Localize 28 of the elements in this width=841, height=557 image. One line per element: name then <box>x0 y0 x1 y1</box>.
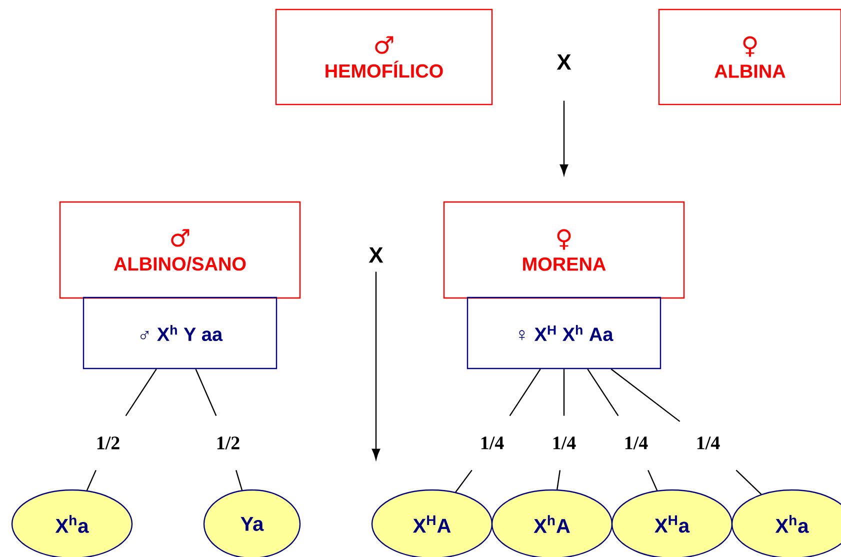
phenotype-box: ♀ ALBINA <box>658 8 841 106</box>
probability-label: 1/4 <box>481 436 504 450</box>
cross-sign: X <box>556 54 572 70</box>
branch-line <box>587 368 619 416</box>
genotype-box: ♂ X$^{h}$ Y aa <box>82 296 278 370</box>
phenotype-box: ♂ HEMOFÍLICO <box>275 8 493 106</box>
arrow <box>560 100 568 176</box>
branch-line <box>610 368 680 422</box>
branch-line <box>556 470 561 490</box>
branch-line <box>563 369 565 416</box>
branch-line <box>648 470 658 491</box>
genotype-box: ♀ X$^{H}$ X$^{h}$ Aa <box>466 296 662 370</box>
phenotype-box: ♀ MORENA <box>443 201 685 299</box>
probability-label: 1/4 <box>625 436 648 450</box>
branch-line <box>509 368 541 416</box>
probability-label: 1/2 <box>217 436 240 450</box>
phenotype-box: ♂ ALBINO/SANO <box>59 201 301 299</box>
branch-line <box>736 470 762 495</box>
branch-line <box>455 470 472 492</box>
arrow <box>372 272 380 460</box>
probability-label: 1/4 <box>697 436 720 450</box>
branch-line <box>195 368 217 416</box>
probability-label: 1/4 <box>553 436 576 450</box>
branch-line <box>236 470 243 490</box>
cross-sign: X <box>368 247 384 263</box>
probability-label: 1/2 <box>97 436 120 450</box>
branch-line <box>125 368 157 416</box>
branch-line <box>86 470 96 491</box>
